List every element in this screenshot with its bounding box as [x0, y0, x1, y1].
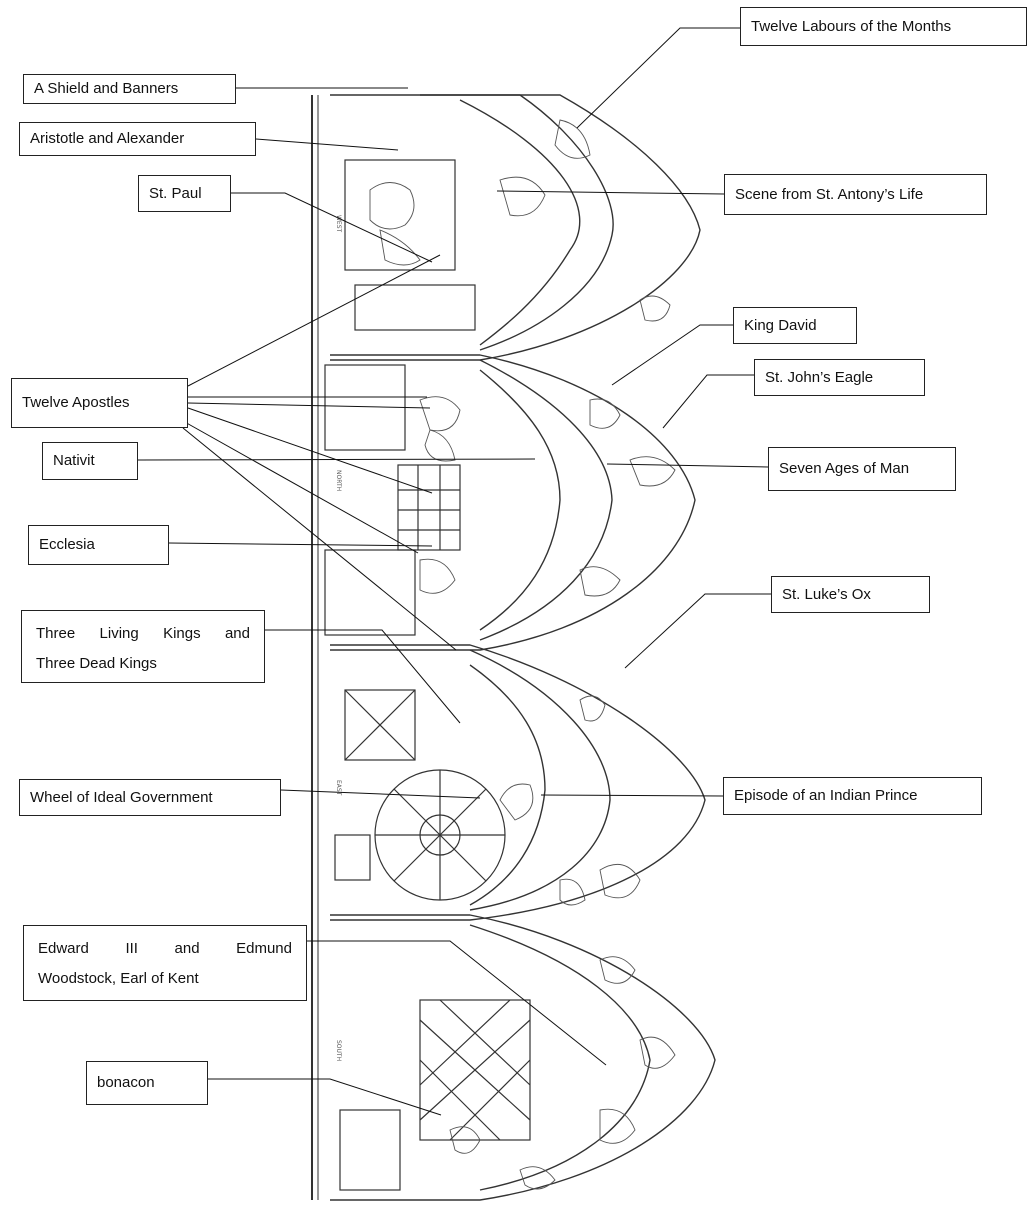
leader-apostles-1: [187, 254, 441, 387]
label-bonacon: bonacon: [86, 1061, 208, 1105]
label-st-antony: Scene from St. Antony’s Life: [724, 174, 987, 215]
leader-apostles-3: [187, 402, 431, 409]
wall-drawing: [311, 94, 716, 1201]
leader-apostles-6: [182, 427, 457, 651]
label-three-living-kings: Three Living Kings and Three Dead Kings: [21, 610, 265, 683]
label-edward-line2: Woodstock, Earl of Kent: [38, 970, 199, 987]
leader-apostles-5: [182, 420, 419, 554]
leader-king-david: [611, 324, 733, 386]
leader-nativit: [137, 458, 536, 461]
leader-lines: [137, 27, 771, 1116]
label-aristotle-and-alexander: Aristotle and Alexander: [19, 122, 256, 156]
leader-apostles-4: [187, 407, 433, 494]
leader-bonacon: [208, 1078, 442, 1116]
label-indian-prince: Episode of an Indian Prince: [723, 777, 982, 815]
label-nativit: Nativit: [42, 442, 138, 480]
wall-captions: WEST NORTH EAST SOUTH: [335, 215, 342, 1061]
label-wheel-of-ideal-government: Wheel of Ideal Government: [19, 779, 281, 816]
leader-ecclesia: [168, 542, 433, 547]
label-seven-ages-of-man: Seven Ages of Man: [768, 447, 956, 491]
leader-seven-ages: [606, 463, 769, 468]
leader-st-john: [662, 374, 754, 429]
label-shield-and-banners: A Shield and Banners: [23, 74, 236, 104]
label-three-kings-line2: Three Dead Kings: [36, 655, 157, 672]
label-st-johns-eagle: St. John’s Eagle: [754, 359, 925, 396]
leader-wheel: [280, 789, 481, 799]
label-ecclesia: Ecclesia: [28, 525, 169, 565]
caption-north: NORTH: [335, 470, 342, 491]
label-edward-line1: Edward III and Edmund: [38, 940, 292, 957]
leader-st-antony: [496, 190, 725, 195]
leader-indian-prince: [540, 794, 724, 797]
leader-labours: [576, 27, 740, 129]
figure-sketches: [369, 119, 676, 1190]
label-three-kings-line1: Three Living Kings and: [36, 625, 250, 642]
leader-three-kings: [265, 629, 461, 724]
leader-aristotle: [255, 138, 399, 151]
label-st-paul: St. Paul: [138, 175, 231, 212]
leader-st-paul: [231, 192, 433, 263]
leader-edward: [307, 940, 607, 1066]
label-st-lukes-ox: St. Luke’s Ox: [771, 576, 930, 613]
leader-st-luke: [624, 593, 771, 669]
vault-arches: [330, 94, 716, 1201]
label-twelve-apostles: Twelve Apostles: [11, 378, 188, 428]
architectural-details: [324, 159, 531, 1191]
caption-west: WEST: [335, 215, 342, 233]
label-twelve-labours: Twelve Labours of the Months: [740, 7, 1027, 46]
caption-east: EAST: [335, 780, 342, 796]
caption-south: SOUTH: [335, 1040, 342, 1061]
label-edward-iii: Edward III and Edmund Woodstock, Earl of…: [23, 925, 307, 1001]
label-king-david: King David: [733, 307, 857, 344]
